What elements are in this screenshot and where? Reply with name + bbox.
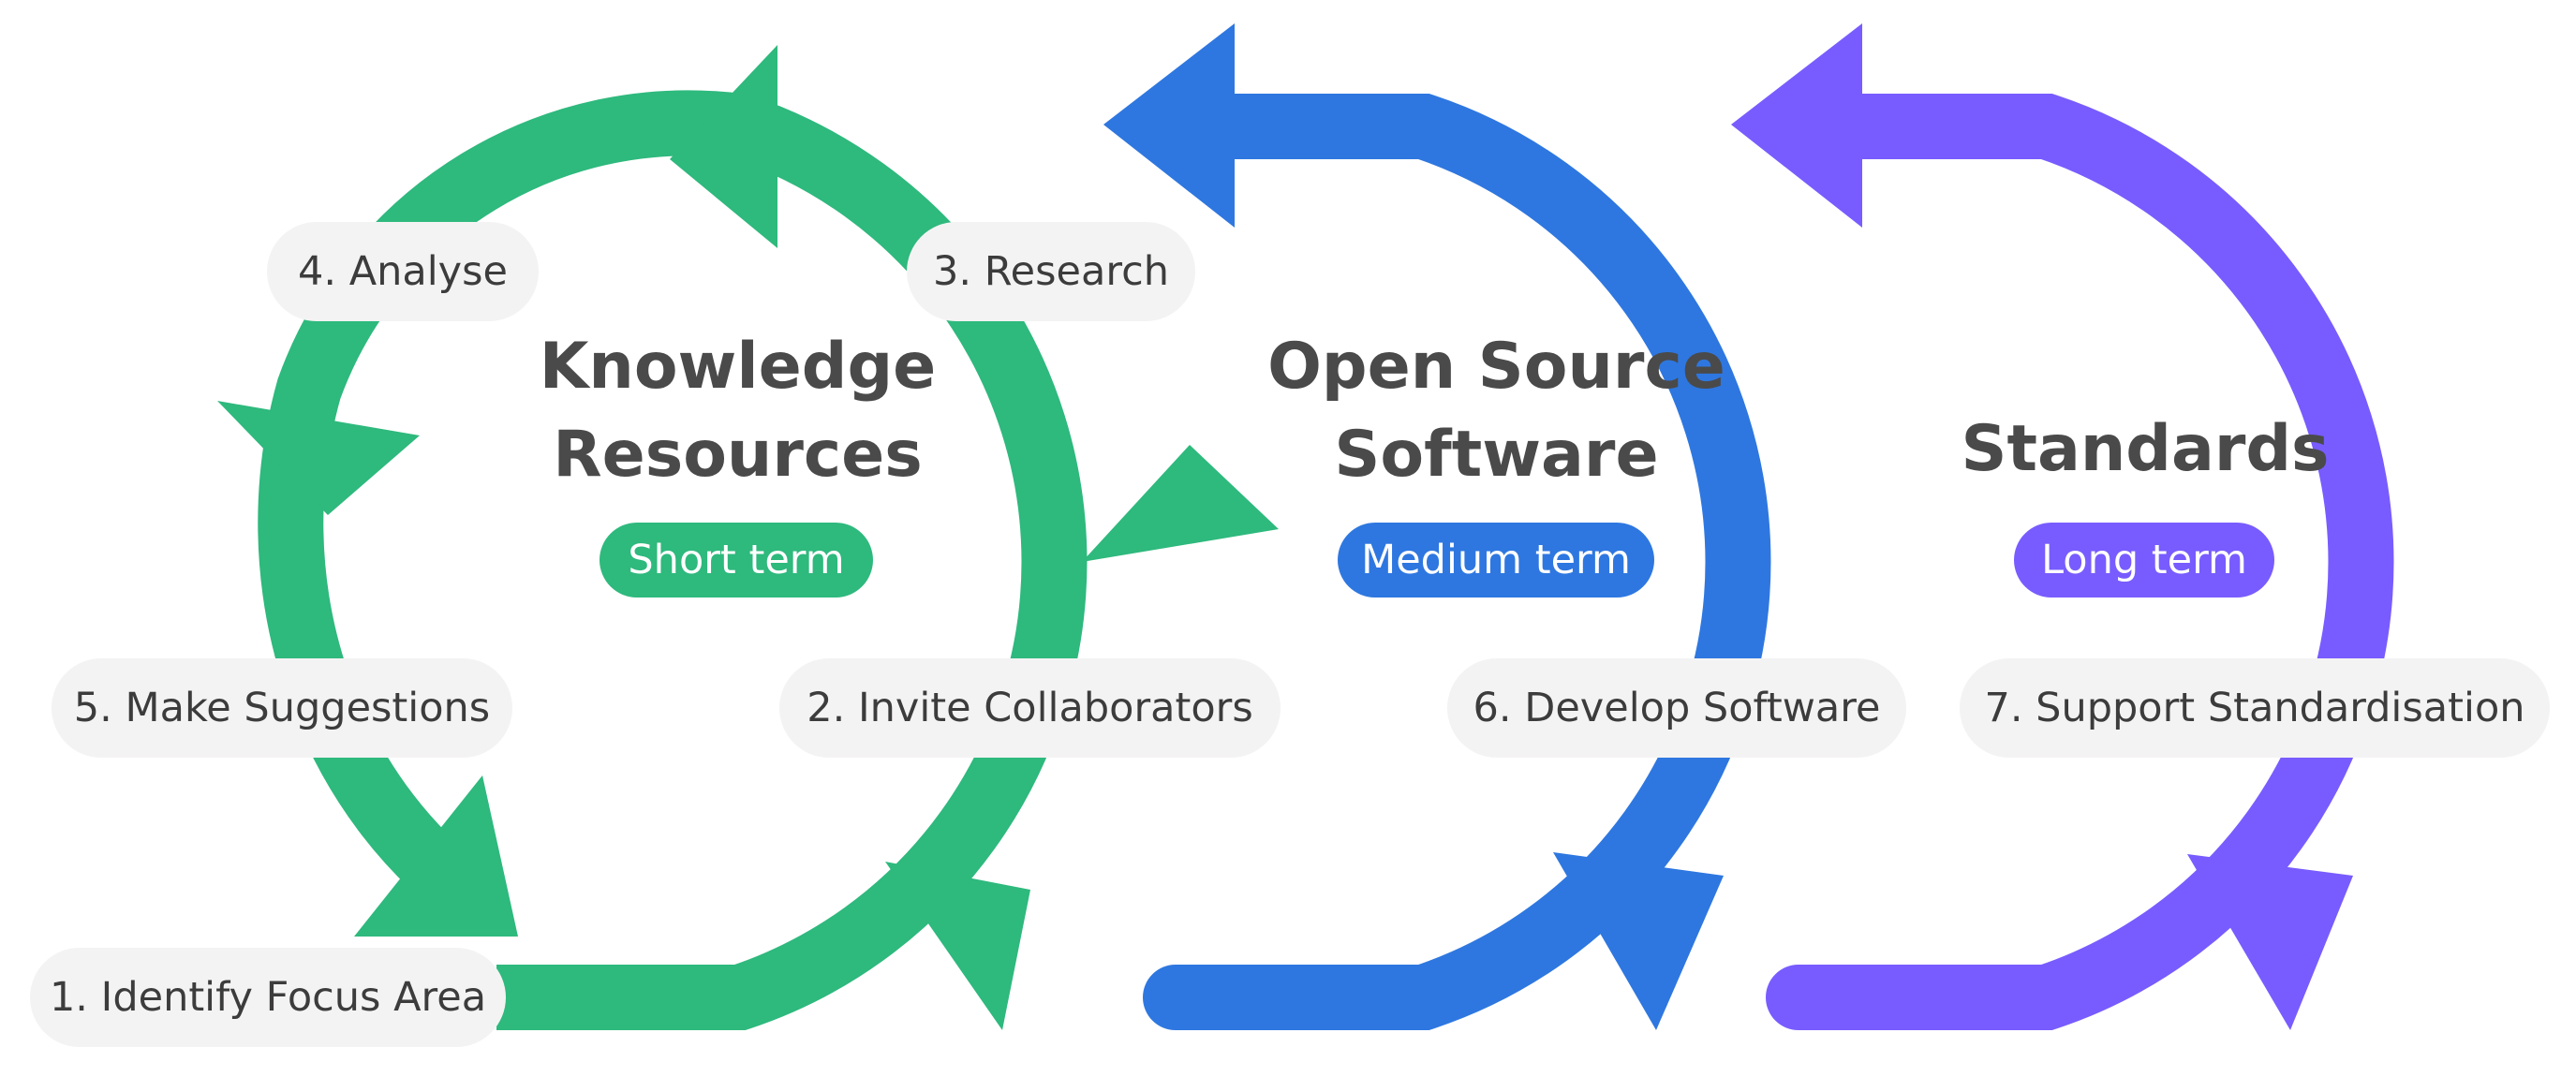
medium-term-badge: Medium term xyxy=(1338,523,1654,598)
green-arrowhead-bottom xyxy=(885,862,1030,1030)
purple-arrowhead-bottom xyxy=(2187,854,2353,1030)
knowledge-resources-title: Knowledge Resources xyxy=(515,323,960,499)
step-develop-software: 6. Develop Software xyxy=(1447,658,1906,758)
green-arrowhead-lower-left xyxy=(354,775,518,937)
green-arrowhead-right xyxy=(1082,445,1279,562)
step-research: 3. Research xyxy=(907,222,1195,321)
purple-loop-path xyxy=(1766,94,2394,1030)
step-analyse: 4. Analyse xyxy=(267,222,539,321)
short-term-badge: Short term xyxy=(600,523,873,598)
blue-loop xyxy=(1103,23,1771,1030)
blue-arrowhead-bottom xyxy=(1553,852,1724,1030)
step-support-standardisation: 7. Support Standardisation xyxy=(1960,658,2550,758)
software-title-line1: Open Source xyxy=(1267,330,1725,404)
purple-loop xyxy=(1731,23,2394,1030)
purple-arrowhead-top xyxy=(1731,23,1862,228)
blue-arrowhead-top xyxy=(1103,23,1235,228)
green-arrowhead-top xyxy=(670,45,777,248)
software-title-line2: Software xyxy=(1334,418,1659,492)
open-source-software-title: Open Source Software xyxy=(1255,323,1738,499)
long-term-badge: Long term xyxy=(2014,523,2274,598)
step-invite-collaborators: 2. Invite Collaborators xyxy=(779,658,1281,758)
step-identify-focus-area: 1. Identify Focus Area xyxy=(30,948,506,1047)
blue-loop-path xyxy=(1143,94,1771,1030)
knowledge-title-line1: Knowledge xyxy=(539,330,937,404)
standards-title: Standards xyxy=(1961,412,2330,486)
green-arrowhead-left xyxy=(217,401,420,515)
step-make-suggestions: 5. Make Suggestions xyxy=(52,658,512,758)
knowledge-title-line2: Resources xyxy=(553,418,923,492)
